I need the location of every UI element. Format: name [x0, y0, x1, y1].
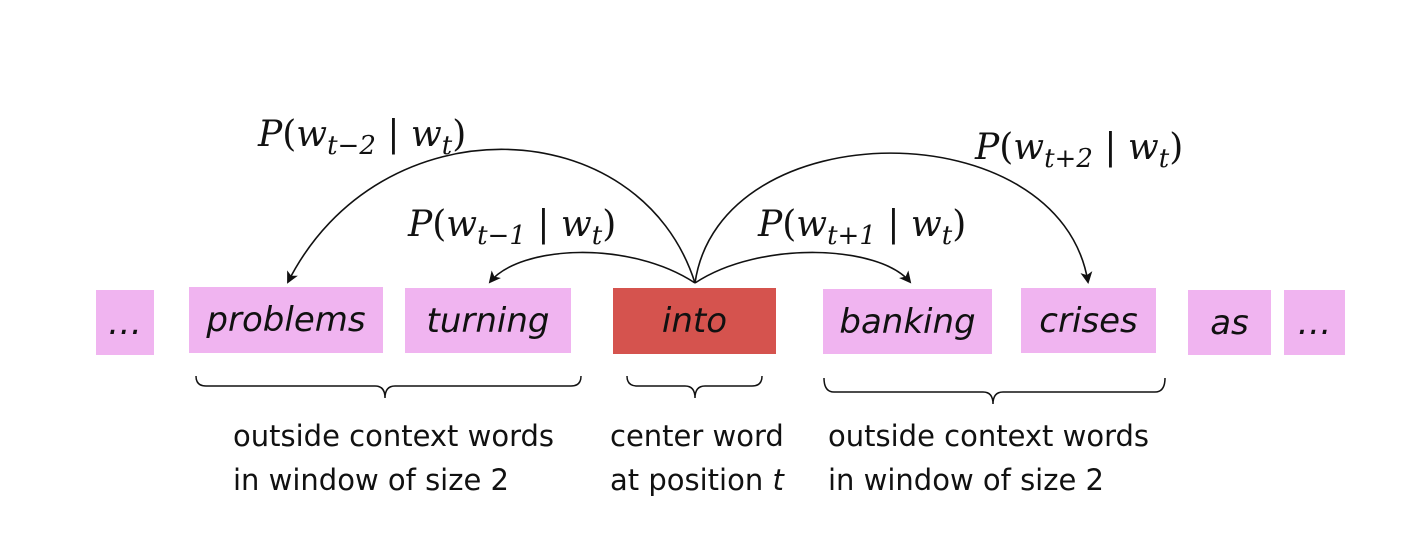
- arrow-t-plus-2: [694, 152, 1093, 284]
- caption-right-line2: in window of size 2: [828, 463, 1104, 497]
- word-problems: problems: [189, 287, 383, 353]
- brace-left: [195, 375, 582, 399]
- prob-t-plus-2: P(wt+2 | wt): [975, 127, 1184, 174]
- caption-left-line1: outside context words: [233, 419, 555, 453]
- word-as: as: [1188, 290, 1271, 355]
- caption-center-line2: at position t: [610, 463, 784, 497]
- word-crises: crises: [1021, 288, 1156, 353]
- prob-t-minus-1: P(wt−1 | wt): [408, 204, 617, 251]
- word-into-center: into: [613, 288, 776, 354]
- word-ellipsis-left: …: [96, 290, 154, 355]
- word-banking: banking: [823, 289, 992, 354]
- brace-right: [823, 377, 1166, 405]
- arrow-t-plus-1: [694, 251, 912, 284]
- caption-right-line1: outside context words: [828, 419, 1150, 453]
- prob-t-plus-1: P(wt+1 | wt): [758, 204, 967, 251]
- arrow-t-minus-2: [287, 148, 696, 284]
- word-turning: turning: [405, 288, 571, 353]
- caption-right-context: outside context words in window of size …: [828, 414, 1149, 502]
- word-ellipsis-right: …: [1284, 290, 1345, 355]
- caption-center-word: center word at position t: [610, 414, 784, 502]
- brace-center: [626, 375, 763, 399]
- caption-left-line2: in window of size 2: [233, 463, 509, 497]
- caption-left-context: outside context words in window of size …: [233, 414, 554, 502]
- arrow-t-minus-1: [488, 251, 696, 284]
- caption-center-line1: center word: [610, 419, 784, 453]
- prob-t-minus-2: P(wt−2 | wt): [258, 114, 467, 161]
